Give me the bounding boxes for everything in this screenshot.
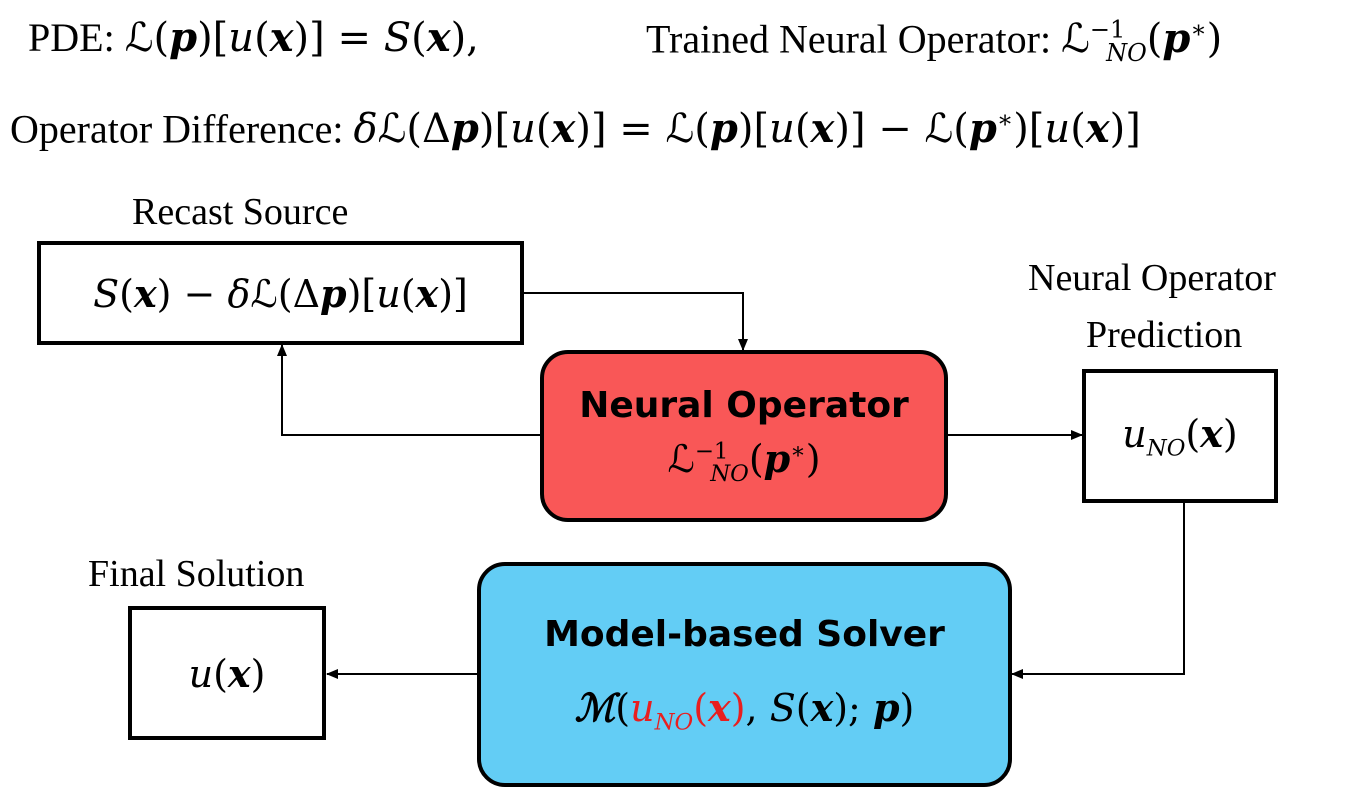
operator-difference-label: Operator Difference: <box>10 106 344 152</box>
recast-source-formula: S(x) − δℒ(Δp)[u(x)] <box>93 270 468 316</box>
prediction-formula: uNO(x) <box>1122 410 1238 462</box>
trained-operator-label: Trained Neural Operator: <box>646 16 1052 62</box>
prediction-caption-line2: Prediction <box>1086 314 1243 356</box>
arrow-prediction-to-solver <box>1011 503 1185 679</box>
prediction-caption-line1: Neural Operator <box>1028 257 1276 299</box>
operator-difference-formula: δℒ(Δp)[u(x)] = ℒ(p)[u(x)] − ℒ(p∗)[u(x)] <box>353 105 1141 153</box>
trained-operator-equation: Trained Neural Operator: ℒ−1NO(p∗) <box>646 18 1222 65</box>
final-solution-box: u(x) <box>128 606 326 740</box>
pde-formula: ℒ(p)[u(x)] = S(x), <box>124 14 479 61</box>
final-solution-formula: u(x) <box>188 650 266 696</box>
trained-operator-formula: ℒ−1NO(p∗) <box>1061 15 1223 68</box>
arrow-recast-to-operator <box>522 292 748 351</box>
arrow-operator-to-recast <box>277 344 542 436</box>
pde-equation: PDE: ℒ(p)[u(x)] = S(x), <box>28 14 479 61</box>
prediction-box: uNO(x) <box>1082 369 1278 503</box>
model-based-solver-title: Model-based Solver <box>544 613 945 655</box>
pde-label: PDE: <box>28 15 115 60</box>
model-based-solver-box: Model-based Solver ℳ(uNO(x), S(x); p) <box>477 562 1012 787</box>
neural-operator-title: Neural Operator <box>579 385 909 427</box>
recast-source-box: S(x) − δℒ(Δp)[u(x)] <box>37 241 524 345</box>
neural-operator-formula: ℒ−1NO(p∗) <box>667 436 821 487</box>
final-solution-caption: Final Solution <box>88 553 305 595</box>
operator-difference-equation: Operator Difference: δℒ(Δp)[u(x)] = ℒ(p)… <box>10 108 1141 149</box>
model-based-solver-formula: ℳ(uNO(x), S(x); p) <box>574 684 915 736</box>
recast-source-caption: Recast Source <box>132 191 349 233</box>
neural-operator-box: Neural Operator ℒ−1NO(p∗) <box>540 350 948 522</box>
